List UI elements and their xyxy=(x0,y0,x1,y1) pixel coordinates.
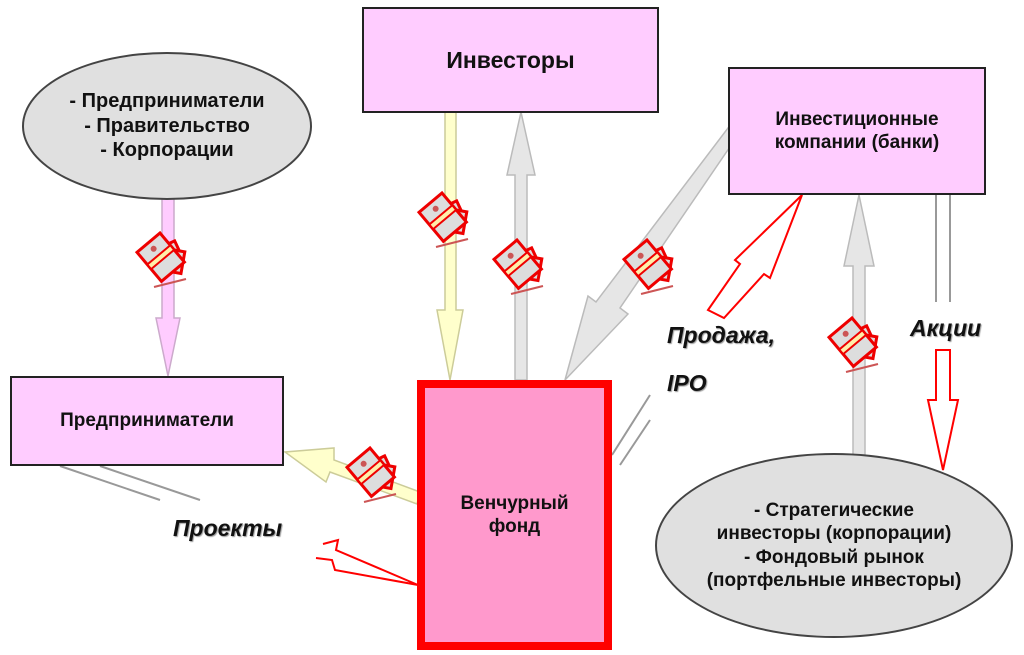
money-stack-icon xyxy=(492,238,545,296)
arrow-sources-to-entrepreneurs xyxy=(155,197,181,377)
connector-fund-to-sale xyxy=(611,394,651,466)
money-stack-icon xyxy=(135,231,188,289)
label-ipo: IPO xyxy=(667,370,707,396)
arrow-shares-to-buyers xyxy=(926,349,960,471)
arrow-sale-to-banks xyxy=(706,194,803,320)
node-investment-companies-label: Инвестиционные компании (банки) xyxy=(774,108,940,153)
arrow-projects-to-fund xyxy=(315,538,419,586)
node-entrepreneurs: Предприниматели xyxy=(10,376,284,466)
arrow-investors-to-fund xyxy=(436,111,464,381)
node-investors: Инвесторы xyxy=(362,7,659,113)
node-investment-companies: Инвестиционные компании (банки) xyxy=(728,67,986,195)
connector-banks-to-shares xyxy=(935,195,951,302)
node-venture-fund: Венчурный фонд xyxy=(417,380,612,650)
node-exit-buyers-label: - Стратегические инвесторы (корпорации) … xyxy=(706,500,962,591)
node-investors-label: Инвесторы xyxy=(446,46,575,73)
money-stack-icon xyxy=(827,316,880,374)
label-sale: Продажа, xyxy=(667,322,776,348)
node-funding-sources-label: - Предприниматели - Правительство - Корп… xyxy=(69,90,265,162)
label-projects: Проекты xyxy=(173,515,283,541)
node-venture-fund-label: Венчурный фонд xyxy=(460,492,569,537)
node-exit-buyers: - Стратегические инвесторы (корпорации) … xyxy=(655,453,1013,638)
label-shares: Акции xyxy=(910,315,982,341)
node-entrepreneurs-label: Предприниматели xyxy=(60,410,234,432)
node-funding-sources: - Предприниматели - Правительство - Корп… xyxy=(22,52,312,200)
money-stack-icon xyxy=(417,191,470,249)
connector-entrepreneurs-to-projects xyxy=(59,465,201,501)
